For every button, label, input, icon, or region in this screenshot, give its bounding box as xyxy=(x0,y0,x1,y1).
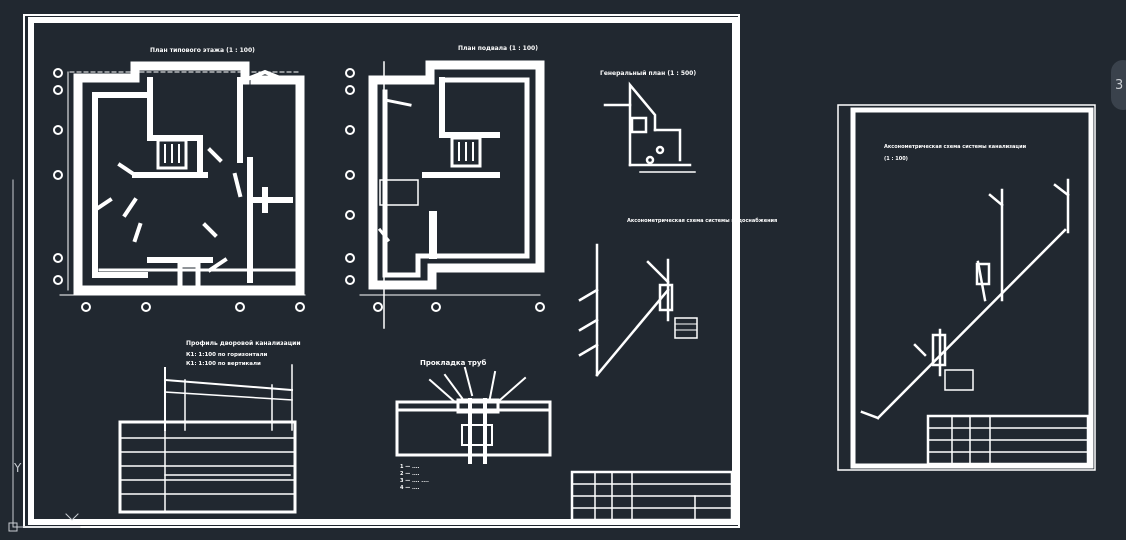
profile-subtitle-2: К1: 1:100 по вертикали xyxy=(186,361,261,367)
profile-subtitle-1: К1: 1:100 по горизонтали xyxy=(186,352,267,358)
detail-legend-3: 3 — .... .... xyxy=(400,478,429,484)
profile-title: Профиль дворовой канализации xyxy=(186,340,301,347)
detail-legend-2: 2 — .... xyxy=(400,471,420,477)
floor-plan-typical xyxy=(59,61,306,296)
water-axonometric xyxy=(578,243,698,377)
detail-legend-1: 1 — .... xyxy=(400,464,420,470)
side-panel-tab-label: 3 xyxy=(1115,77,1124,93)
sewer-profile xyxy=(118,364,297,514)
site-plan xyxy=(603,81,696,173)
ucs-y-label: Y xyxy=(13,461,22,475)
sheet-2 xyxy=(837,104,1096,471)
axon-title: Аксонометрическая схема системы водоснаб… xyxy=(627,217,777,224)
genplan-title: Генеральный план (1 : 500) xyxy=(600,70,696,77)
floor-plan-basement xyxy=(359,60,545,329)
pipe-laying-detail xyxy=(395,366,552,464)
plan2-title: План подвала (1 : 100) xyxy=(458,45,538,52)
axis-markers-plan2 xyxy=(345,68,545,312)
axis-markers-plan1 xyxy=(53,68,305,312)
side-panel-tab[interactable]: 3 xyxy=(1111,60,1126,110)
sheet-1 xyxy=(23,14,740,528)
detail-title: Прокладка труб xyxy=(420,359,486,367)
plan1-title: План типового этажа (1 : 100) xyxy=(150,47,255,54)
ucs-icon xyxy=(8,179,81,532)
sheet2-title: Аксонометрическая схема системы канализа… xyxy=(884,144,1027,150)
detail-legend-4: 4 — .... xyxy=(400,485,420,491)
sheet2-scale: (1 : 100) xyxy=(884,156,908,162)
sewer-axonometric xyxy=(860,178,1070,420)
